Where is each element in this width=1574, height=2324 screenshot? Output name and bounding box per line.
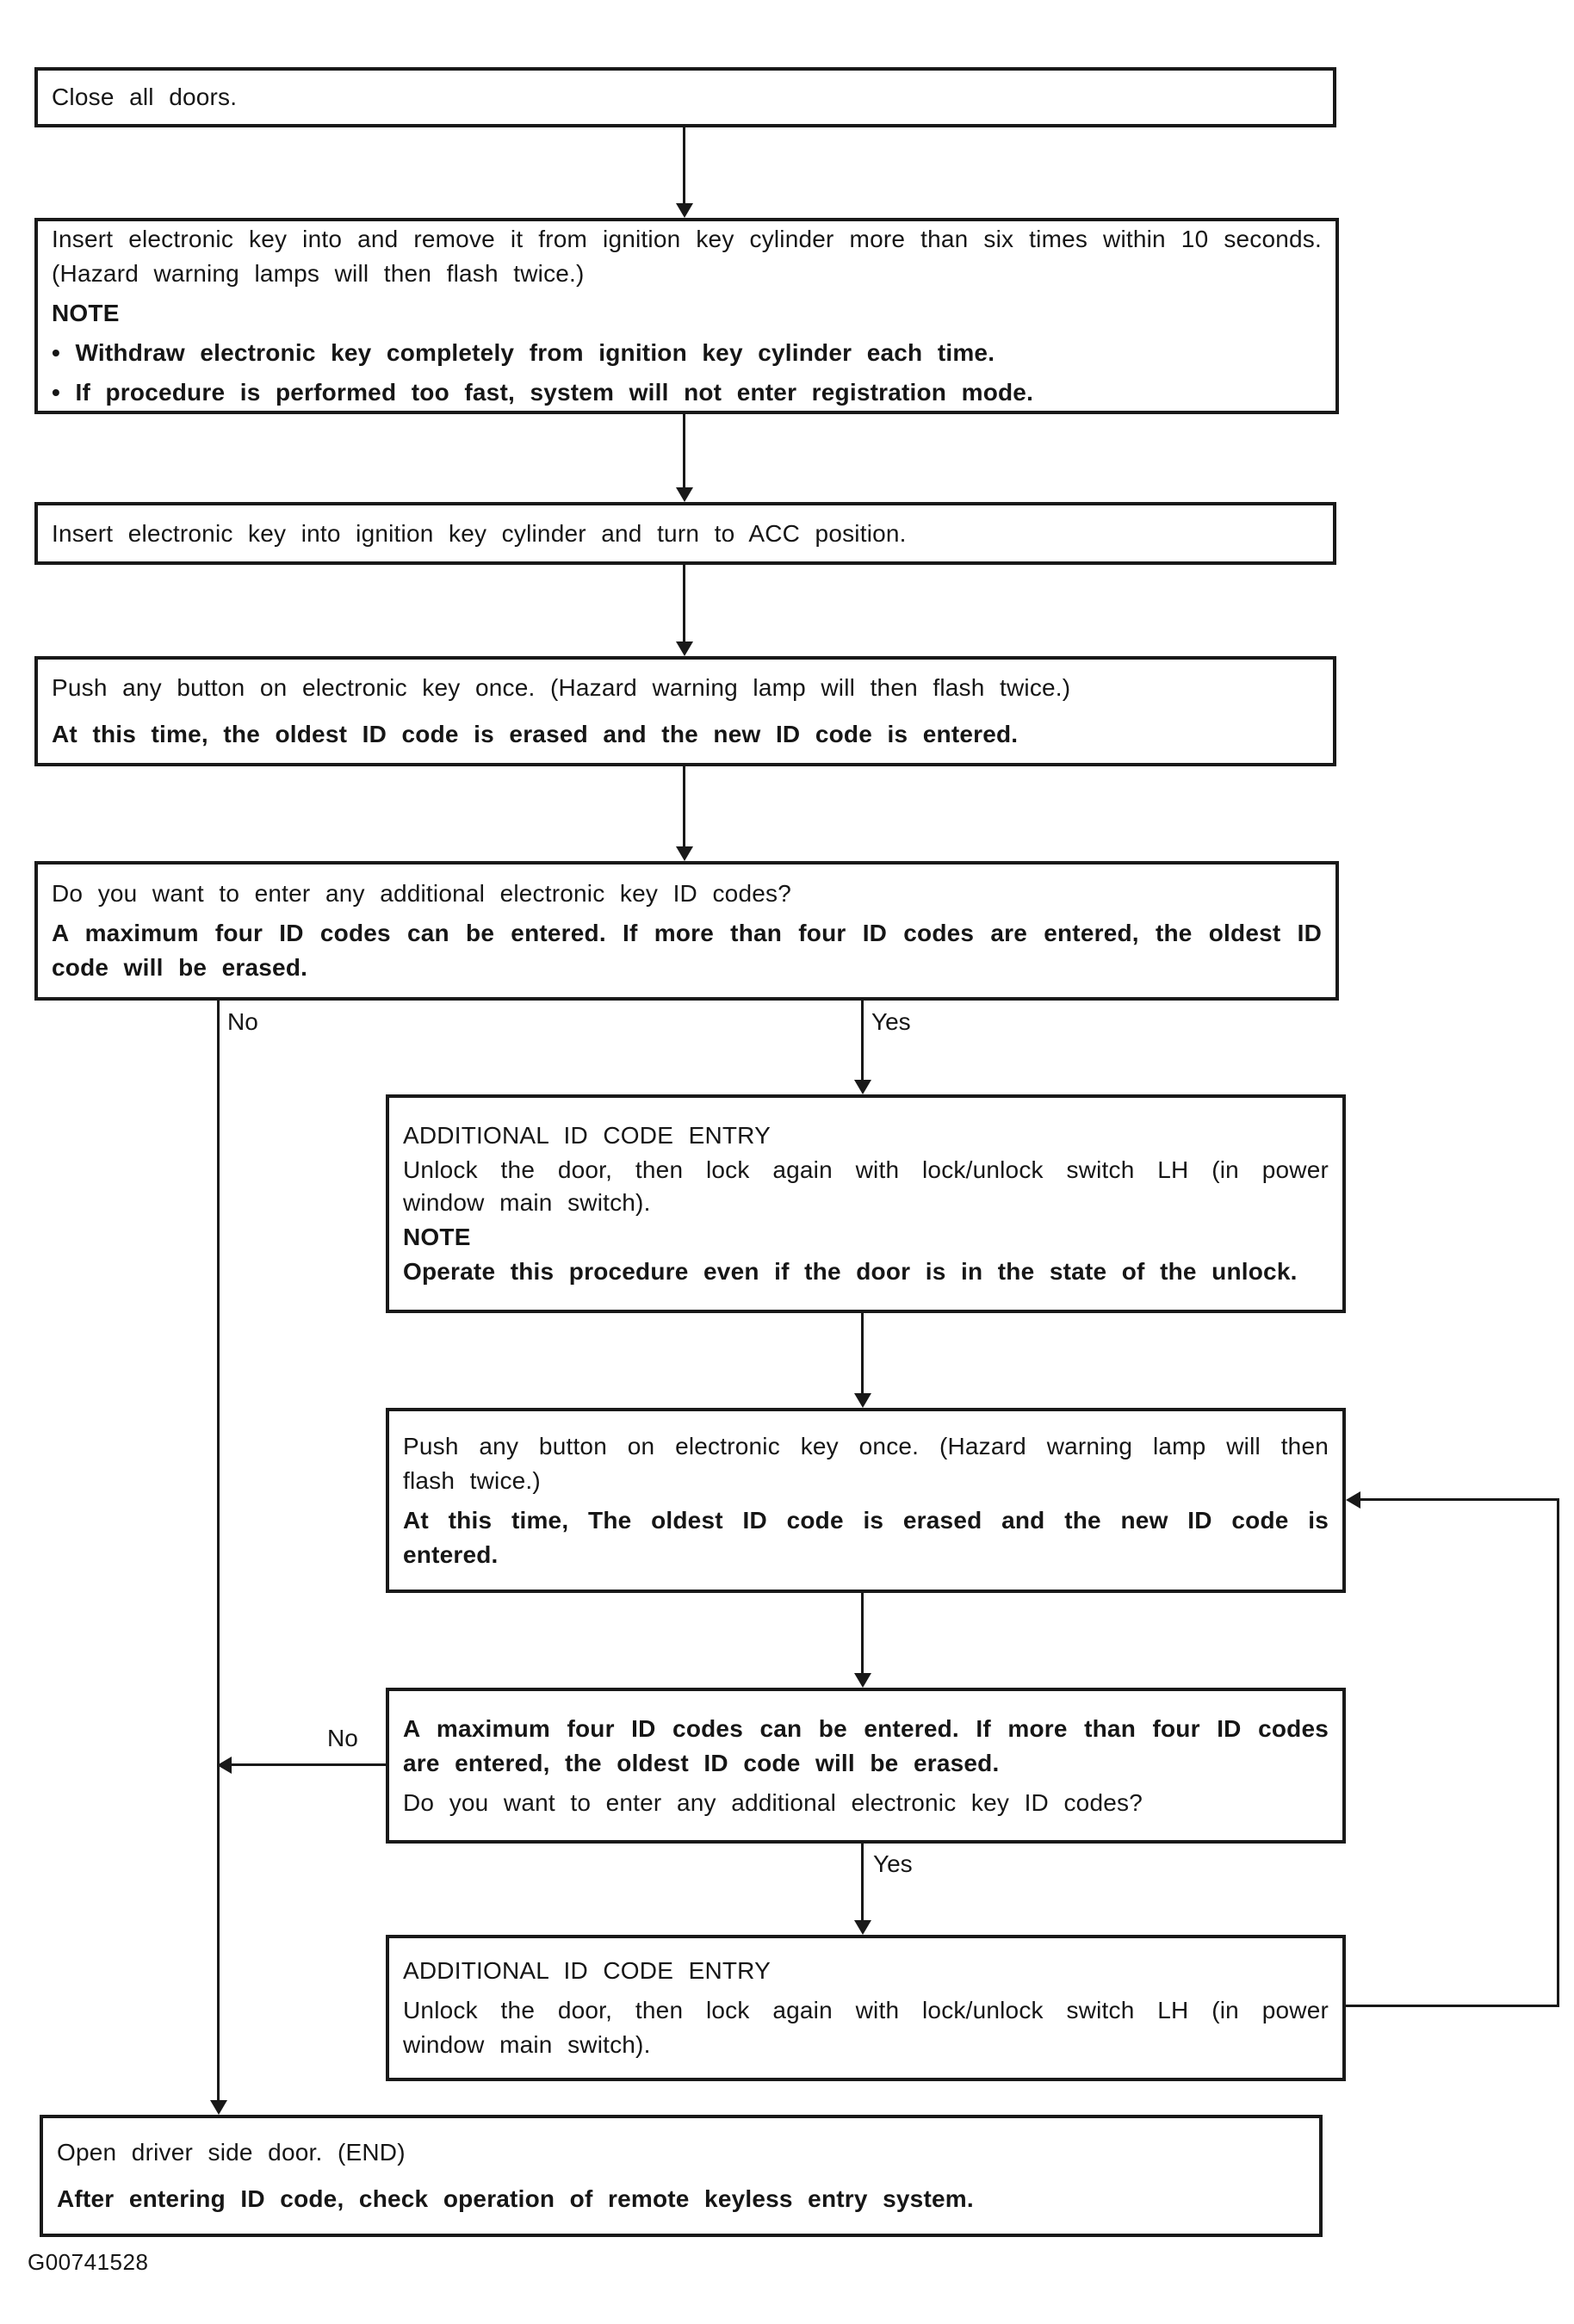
branch-label-yes-first: Yes: [871, 1008, 911, 1035]
connector-feedback-bottom: [1346, 2005, 1559, 2007]
flow-box-push-button-first: Push any button on electronic key once. …: [34, 656, 1336, 766]
arrowhead-down-7: [854, 1673, 871, 1688]
connector-feedback-top: [1359, 1498, 1559, 1501]
arrowhead-down-3: [676, 641, 693, 656]
box-title-line: ADDITIONAL ID CODE ENTRY: [403, 1957, 771, 1984]
connector-line-4: [683, 765, 685, 847]
flow-box-insert-key-acc: Insert electronic key into ignition key …: [34, 502, 1336, 565]
connector-feedback-right: [1557, 1498, 1559, 2007]
box-text-line-bold: A maximum four ID codes can be entered. …: [403, 1714, 1329, 1776]
box-text-line: Push any button on electronic key once. …: [403, 1432, 1329, 1494]
box-text-line: Open driver side door. (END): [57, 2139, 406, 2166]
box-question-line: Do you want to enter any additional elec…: [52, 880, 791, 907]
box-text-line-bold: A maximum four ID codes can be entered. …: [52, 920, 1322, 981]
box-text-line: Insert electronic key into and remove it…: [52, 226, 1322, 287]
box-text-line: Push any button on electronic key once. …: [52, 674, 1071, 701]
branch-label-no-first: No: [227, 1008, 258, 1035]
box-text-line: Unlock the door, then lock again with lo…: [403, 1997, 1329, 2058]
connector-line-3: [683, 563, 685, 642]
box-title-line: ADDITIONAL ID CODE ENTRY: [403, 1122, 771, 1149]
flow-box-insert-remove-key: Insert electronic key into and remove it…: [34, 218, 1339, 414]
flow-box-additional-entry-loop: ADDITIONAL ID CODE ENTRY Unlock the door…: [386, 1935, 1346, 2081]
arrowhead-down-yes-first: [854, 1080, 871, 1094]
arrowhead-down-1: [676, 203, 693, 218]
arrowhead-down-2: [676, 487, 693, 502]
box-text-line-bold: After entering ID code, check operation …: [57, 2185, 974, 2212]
connector-line-6: [861, 1311, 864, 1394]
arrowhead-down-6: [854, 1393, 871, 1408]
connector-line-2: [683, 412, 685, 489]
connector-line-1: [683, 126, 685, 204]
box-note-line: Operate this procedure even if the door …: [403, 1258, 1298, 1285]
arrowhead-down-no: [210, 2100, 227, 2115]
flow-box-push-button-loop: Push any button on electronic key once. …: [386, 1408, 1346, 1593]
arrowhead-down-4: [676, 846, 693, 861]
branch-label-yes-loop: Yes: [873, 1850, 913, 1877]
connector-no-line: [217, 999, 220, 2102]
box-text-line: Insert electronic key into ignition key …: [52, 519, 907, 547]
arrowhead-down-yes-loop: [854, 1920, 871, 1935]
box-text-line-bold: At this time, the oldest ID code is eras…: [52, 721, 1019, 747]
box-note-heading: NOTE: [52, 300, 120, 326]
arrowhead-left-feedback: [1346, 1491, 1360, 1509]
box-note-heading: NOTE: [403, 1224, 471, 1250]
connector-no-loop-line: [230, 1763, 386, 1766]
flow-box-decision-loop: A maximum four ID codes can be entered. …: [386, 1688, 1346, 1844]
connector-line-7: [861, 1591, 864, 1674]
box-text-line: Close all doors.: [52, 84, 238, 110]
box-note-bullet: • If procedure is performed too fast, sy…: [52, 379, 1034, 406]
box-text-line-bold: At this time, The oldest ID code is eras…: [403, 1506, 1329, 1568]
box-text-line: Unlock the door, then lock again with lo…: [403, 1156, 1329, 1216]
flow-box-additional-entry-first: ADDITIONAL ID CODE ENTRY Unlock the door…: [386, 1094, 1346, 1313]
arrowhead-left-no-loop: [217, 1757, 232, 1774]
figure-id-caption: G00741528: [28, 2249, 149, 2275]
flow-box-close-doors: Close all doors.: [34, 67, 1336, 127]
connector-yes-line-loop: [861, 1842, 864, 1922]
connector-yes-line-first: [861, 999, 864, 1081]
flow-box-end: Open driver side door. (END) After enter…: [40, 2115, 1323, 2237]
box-note-bullet: • Withdraw electronic key completely fro…: [52, 339, 995, 366]
box-question-line: Do you want to enter any additional elec…: [403, 1788, 1143, 1816]
branch-label-no-loop: No: [327, 1725, 358, 1751]
flow-box-decision-first: Do you want to enter any additional elec…: [34, 861, 1339, 1001]
